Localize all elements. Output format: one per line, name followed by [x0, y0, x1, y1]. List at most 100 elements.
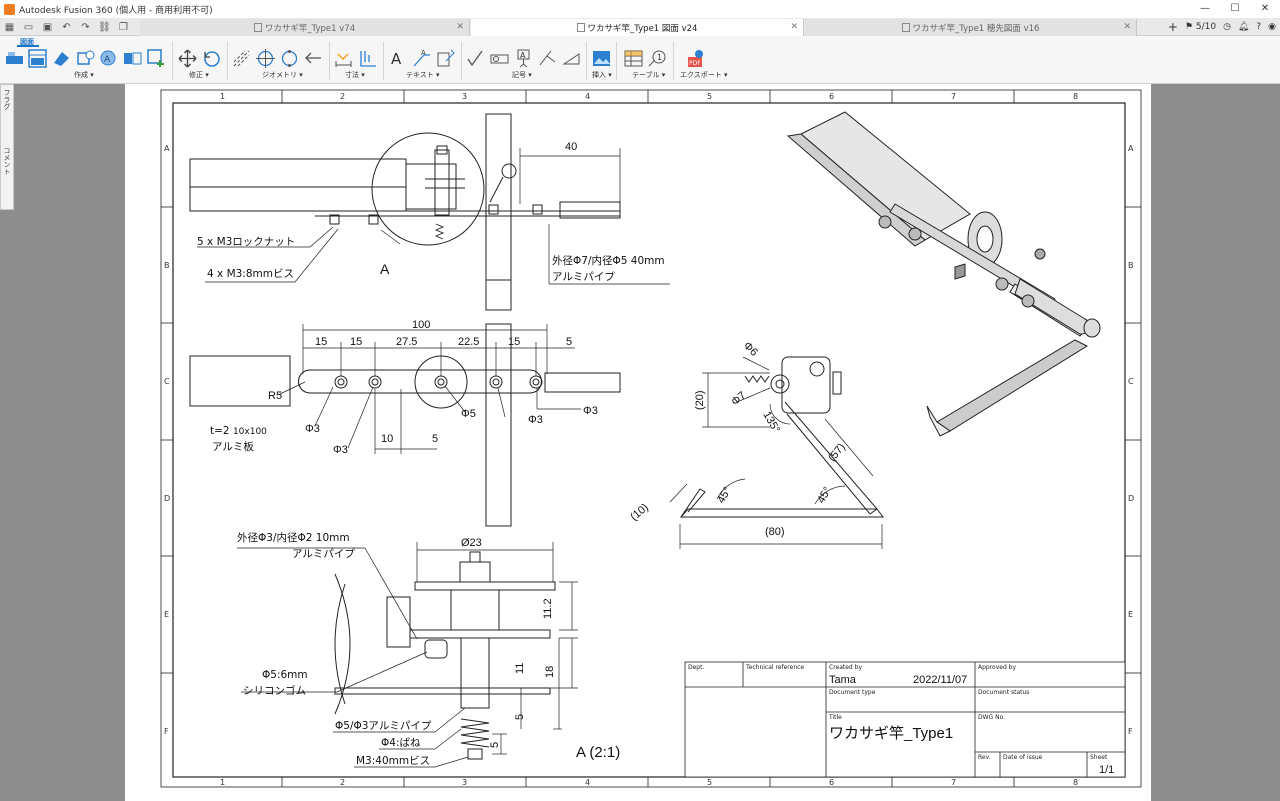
projected-view-icon[interactable] [28, 49, 47, 68]
column-label: 1 [220, 778, 225, 787]
edge-extension-icon[interactable] [304, 49, 323, 68]
minimize-button[interactable]: — [1200, 3, 1210, 14]
centerline-icon[interactable] [232, 49, 251, 68]
close-tab-icon[interactable]: ✕ [1123, 22, 1131, 32]
table-menu[interactable]: テーブル ▾ [632, 71, 666, 79]
leader-icon[interactable]: A [412, 49, 431, 68]
drawing-title[interactable]: ワカサギ竿_Type1 [829, 725, 953, 742]
link-icon[interactable]: ⛓ [98, 21, 111, 33]
dimension-text: (10) [628, 502, 651, 524]
crop-view-icon[interactable] [123, 49, 142, 68]
dimension-text: Ø23 [461, 537, 482, 549]
redo-icon[interactable]: ↷ [81, 21, 90, 33]
export-menu[interactable]: エクスポート ▾ [680, 71, 728, 79]
rotate-icon[interactable] [202, 49, 221, 68]
svg-text:A: A [391, 50, 402, 68]
notifications-icon[interactable]: 🔔︎ [1237, 22, 1250, 32]
geometry-menu[interactable]: ジオメトリ ▾ [262, 71, 303, 79]
dimension-text: Φ6 [741, 340, 760, 359]
side-view[interactable] [679, 356, 884, 518]
row-label: B [164, 261, 170, 270]
drawing-sheet[interactable]: 1 2 3 4 5 6 7 8 1 2 3 4 5 6 7 8 A B C D [125, 84, 1151, 801]
close-tab-icon[interactable]: ✕ [456, 22, 464, 32]
dimensions-menu[interactable]: 寸法 ▾ [345, 71, 365, 79]
tab-drawing[interactable]: ワカサギ竿_Type1 図面 v24 ✕ [471, 19, 804, 36]
dimension-text: 15 [508, 336, 520, 348]
export-pdf-icon[interactable]: PDF [686, 49, 705, 68]
account-icon[interactable]: ◉ [1268, 22, 1276, 32]
dimension-40[interactable] [519, 148, 621, 204]
insert-menu[interactable]: 挿入 ▾ [592, 71, 612, 79]
center-mark-icon[interactable] [256, 49, 275, 68]
dimension-text: 15 [315, 336, 327, 348]
file-menu-icon[interactable]: ▭ [23, 21, 34, 33]
zone-ticks [161, 90, 1141, 787]
break-view-icon[interactable]: A [99, 49, 118, 68]
center-mark-pattern-icon[interactable] [280, 49, 299, 68]
note-icon[interactable] [436, 49, 455, 68]
document-type-label: Document type [829, 689, 876, 696]
maximize-button[interactable]: ☐ [1230, 3, 1240, 14]
symbols-menu[interactable]: 記号 ▾ [512, 71, 532, 79]
new-sheet-icon[interactable] [147, 49, 166, 68]
column-label: 3 [462, 778, 467, 787]
top-view[interactable] [189, 323, 621, 527]
column-label: 7 [951, 92, 956, 101]
column-label: 5 [707, 92, 712, 101]
ordinate-dimension-icon[interactable] [358, 49, 377, 68]
insert-image-icon[interactable] [592, 49, 611, 68]
detail-view-icon[interactable] [76, 49, 95, 68]
dimension-text: Φ3 [333, 444, 348, 456]
comments-panel-tab[interactable]: コメント [3, 147, 11, 175]
dimension-text: 5 [514, 714, 526, 720]
drawing-doc-icon [901, 23, 910, 32]
tab-design[interactable]: ワカサギ竿_Type1 v74 ✕ [140, 19, 470, 36]
copy-icon[interactable]: ❐ [119, 21, 128, 33]
balloon-icon[interactable]: 1 [648, 49, 667, 68]
table-icon[interactable] [624, 49, 643, 68]
side-view-dimensions [669, 356, 883, 549]
undo-icon[interactable]: ↶ [62, 21, 71, 33]
job-status[interactable]: ⚑ 5/10 [1184, 22, 1217, 32]
svg-text:A: A [421, 49, 426, 57]
tab-tip-drawing[interactable]: ワカサギ竿_Type1 穂先図面 v16 ✕ [805, 19, 1137, 36]
svg-text:1: 1 [657, 53, 662, 62]
new-tab-button[interactable]: + [1167, 20, 1178, 34]
weld-symbol-icon[interactable] [538, 49, 557, 68]
datum-identifier-icon[interactable]: A [514, 49, 533, 68]
feature-control-frame-icon[interactable] [490, 49, 509, 68]
date-of-issue-label: Date of issue [1003, 754, 1043, 761]
note-pipe2: 外径Φ3/内径Φ2 10mm [237, 531, 350, 544]
dimension-text: 11.2 [542, 598, 554, 619]
save-icon[interactable]: ▣ [42, 21, 53, 33]
svg-text:A: A [520, 51, 526, 60]
apps-grid-icon[interactable]: ▦ [4, 21, 15, 33]
detail-view-a[interactable] [334, 551, 556, 760]
text-menu[interactable]: テキスト ▾ [406, 71, 440, 79]
clock-icon[interactable]: ◷ [1223, 22, 1231, 32]
created-date-value[interactable]: 2022/11/07 [913, 674, 967, 686]
dimension-icon[interactable] [334, 49, 353, 68]
taper-symbol-icon[interactable] [562, 49, 581, 68]
isometric-view[interactable] [786, 111, 1101, 437]
modify-menu[interactable]: 修正 ▾ [189, 71, 209, 79]
close-button[interactable]: ✕ [1260, 3, 1270, 14]
leader-nut [197, 226, 334, 248]
surface-texture-icon[interactable] [466, 49, 485, 68]
text-icon[interactable]: A [388, 49, 407, 68]
close-tab-icon[interactable]: ✕ [790, 22, 798, 32]
workspace-mode[interactable]: 図面 [20, 38, 34, 46]
front-view[interactable] [189, 113, 621, 311]
dimension-text: 45° [715, 485, 734, 505]
create-menu[interactable]: 作成 ▾ [74, 71, 94, 79]
base-view-icon[interactable] [5, 49, 24, 68]
created-by-value[interactable]: Tama [829, 674, 857, 686]
section-view-icon[interactable] [52, 49, 71, 68]
sheet-number[interactable]: 1/1 [1099, 764, 1114, 776]
row-label: A [164, 144, 170, 153]
drawing-canvas[interactable]: 1 2 3 4 5 6 7 8 1 2 3 4 5 6 7 8 A B C D [125, 84, 1151, 801]
flags-panel-tab[interactable]: フラグ [3, 89, 11, 110]
move-icon[interactable] [178, 49, 197, 68]
help-icon[interactable]: ? [1256, 22, 1262, 32]
